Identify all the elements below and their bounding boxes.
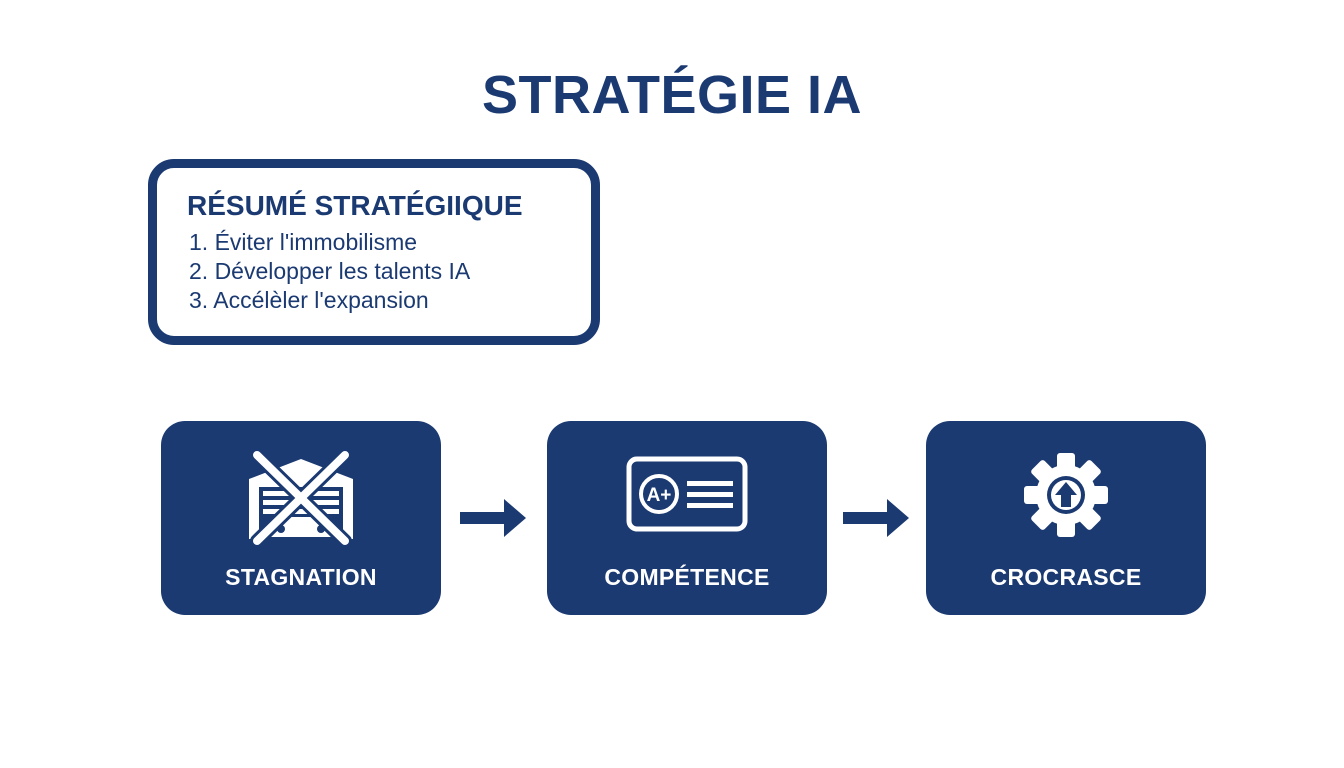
arrow-right-icon [843, 499, 909, 537]
flow-card-stagnation: STAGNATION [161, 421, 441, 615]
flow-card-label: STAGNATION [225, 564, 377, 590]
summary-box: RÉSUMÉ STRATÉGIIQUE 1. Éviter l'immobili… [148, 159, 600, 345]
grade-label: A+ [647, 485, 672, 506]
arrow-right-icon [460, 499, 526, 537]
summary-item: 3. Accélèler l'expansion [189, 287, 429, 313]
summary-list: 1. Éviter l'immobilisme 2. Développer le… [187, 228, 591, 315]
summary-item: 1. Éviter l'immobilisme [189, 229, 418, 255]
summary-item: 2. Développer les talents IA [189, 258, 471, 284]
grade-certificate-icon: A+ [547, 445, 827, 545]
flow-card-competence: A+ COMPÉTENCE [547, 421, 827, 615]
flow-card-label: CROCRASCE [990, 564, 1142, 590]
flow-card-croissance: CROCRASCE [926, 421, 1206, 615]
gear-up-arrow-icon [926, 445, 1206, 545]
page-title: STRATÉGIE IA [481, 65, 863, 125]
summary-heading: RÉSUMÉ STRATÉGIIQUE [187, 190, 523, 221]
crossed-out-factory-icon [161, 445, 441, 545]
flow-card-label: COMPÉTENCE [604, 564, 770, 590]
